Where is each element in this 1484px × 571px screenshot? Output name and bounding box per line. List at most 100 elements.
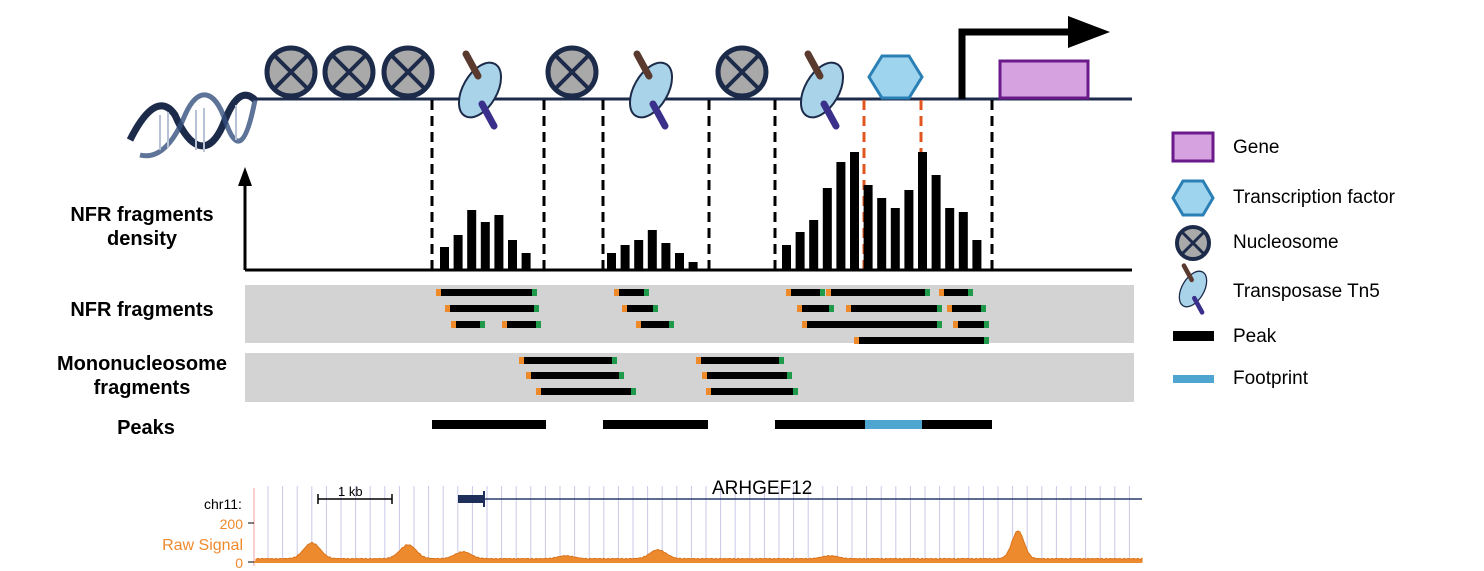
gene-legend-icon: [1171, 131, 1215, 163]
legend-footprint: Footprint: [1233, 368, 1308, 389]
footprint-legend-icon: [1173, 375, 1214, 383]
nucleosome-icon: [381, 45, 435, 99]
transcription-factor-icon: [867, 54, 924, 100]
density-bar: [480, 222, 490, 270]
density-bar: [931, 175, 941, 270]
density-bar: [453, 235, 463, 270]
density-bar: [822, 188, 832, 270]
fragments: [436, 289, 989, 395]
raw-signal-track: [255, 530, 1143, 563]
footprint-bar: [865, 420, 922, 429]
density-bar: [508, 240, 517, 270]
fragment-read: [786, 289, 825, 296]
density-bar: [877, 198, 887, 270]
density-bar: [972, 240, 982, 270]
nucleosome-icon: [715, 45, 769, 99]
density-bar: [494, 215, 504, 270]
mono-fragments-label: Mononucleosome fragments: [40, 352, 244, 400]
nucleosome-icon: [545, 45, 599, 99]
transposase-legend-icon: [1178, 263, 1208, 315]
density-bar: [918, 152, 927, 270]
density-bar: [836, 162, 846, 270]
density-bar: [863, 185, 873, 270]
fragment-read: [696, 357, 784, 364]
genome-browser: [248, 486, 1143, 566]
nfr-density-label-line1: NFR fragments: [70, 204, 214, 226]
density-bar: [607, 253, 616, 270]
scale-label: 1 kb: [338, 484, 363, 499]
fragment-read: [939, 289, 973, 296]
nfr-density-label-line2: density: [106, 228, 178, 250]
y-min-label: 0: [235, 555, 243, 571]
density-bar: [782, 245, 791, 270]
fragment-read: [953, 321, 989, 328]
fragment-read: [706, 388, 798, 395]
peak-bar: [775, 420, 865, 429]
fragment-read: [614, 289, 649, 296]
density-bar: [958, 212, 968, 270]
density-bar: [890, 208, 900, 270]
legend-gene: Gene: [1233, 137, 1280, 158]
density-bar: [850, 152, 859, 270]
fragment-read: [536, 388, 636, 395]
transposase-icon: [457, 50, 503, 130]
fragment-read: [826, 289, 930, 296]
fragment-read: [854, 337, 989, 344]
density-bar: [675, 253, 684, 270]
density-bars: [440, 152, 982, 270]
nfr-density-label: NFR fragments density: [42, 203, 242, 251]
fragment-read: [622, 305, 658, 312]
y-max-label: 200: [220, 516, 244, 532]
peak-bar: [603, 420, 708, 429]
density-bar: [647, 230, 657, 270]
transposase-icon: [1178, 263, 1208, 315]
gene-name: ARHGEF12: [712, 478, 812, 499]
transposase-icon: [799, 50, 845, 130]
mono-label-line2: fragments: [93, 377, 191, 399]
nfr-fragments-label: NFR fragments: [70, 299, 214, 321]
density-bar: [467, 210, 477, 270]
legend-tf: Transcription factor: [1233, 187, 1395, 208]
fragment-read: [519, 357, 617, 364]
fragment-read: [451, 321, 485, 328]
fragment-read: [436, 289, 537, 296]
density-axis: [238, 167, 1132, 272]
legend-tn5: Transposase Tn5: [1233, 281, 1380, 302]
gene-box-icon: [998, 59, 1090, 100]
density-bar: [661, 243, 671, 270]
legend-peak: Peak: [1233, 326, 1277, 347]
density-bar: [688, 262, 698, 270]
tss-arrow-icon: [958, 16, 1110, 99]
density-bar: [634, 240, 644, 270]
peaks-track: [432, 420, 992, 429]
density-bar: [945, 208, 955, 270]
track-label: Raw Signal: [162, 537, 243, 554]
fragment-read: [445, 305, 539, 312]
density-bar: [904, 190, 914, 270]
density-bar: [521, 253, 531, 270]
peak-bar: [432, 420, 546, 429]
fragment-read: [702, 372, 792, 379]
fragment-read: [947, 305, 986, 312]
hexagon-legend-icon: [1171, 179, 1215, 217]
density-bar: [440, 247, 449, 270]
fragment-read: [797, 305, 834, 312]
fragment-read: [846, 305, 942, 312]
peak-bar: [922, 420, 992, 429]
nucleosome-icon: [264, 45, 318, 99]
fragment-read: [802, 321, 942, 328]
peaks-label: Peaks: [117, 417, 175, 439]
nucleosome-legend-icon: [1175, 225, 1211, 261]
density-bar: [620, 245, 630, 270]
mono-label-line1: Mononucleosome: [56, 353, 227, 375]
density-bar: [795, 232, 805, 270]
peak-legend-icon: [1173, 331, 1214, 341]
density-bar: [809, 220, 819, 270]
chrom-label: chr11:: [204, 496, 242, 512]
mono-track: [245, 353, 1134, 402]
fragment-read: [502, 321, 541, 328]
legend-nucleosome: Nucleosome: [1233, 232, 1339, 253]
fragment-read: [636, 321, 674, 328]
nucleosome-icon: [322, 45, 376, 99]
